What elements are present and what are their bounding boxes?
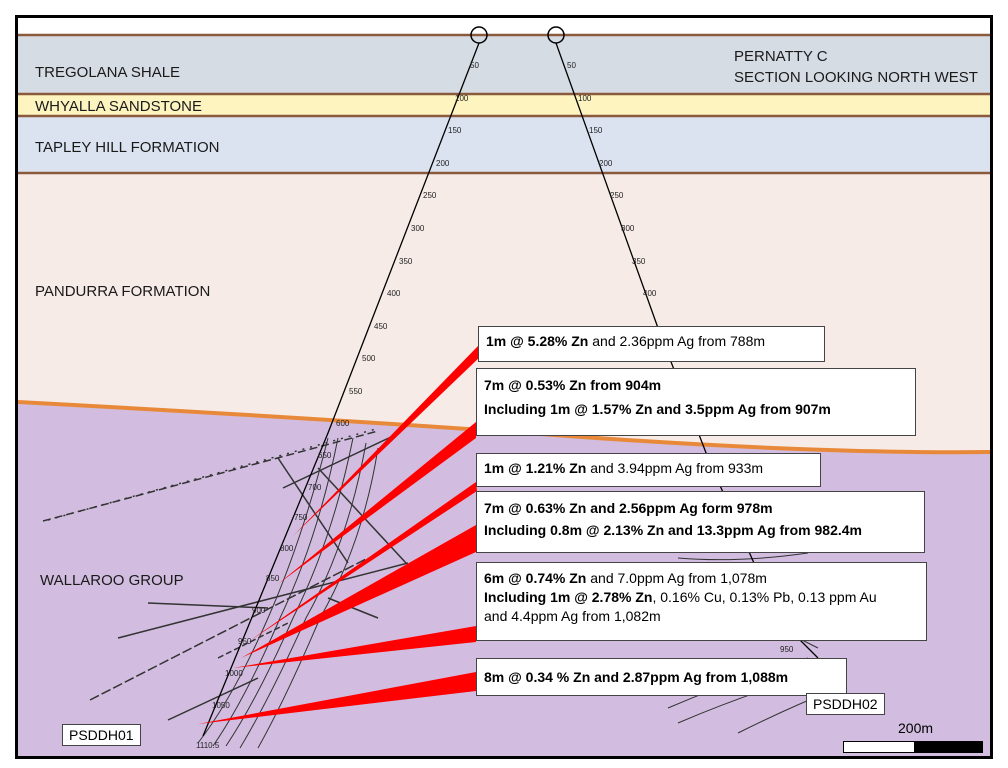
intercept-wedges: [198, 346, 482, 724]
tick-label: 250: [610, 191, 624, 200]
intercept-wedge-2: [278, 422, 476, 584]
layer-label-tapley: TAPLEY HILL FORMATION: [35, 139, 219, 156]
tick-label: 600: [336, 419, 350, 428]
intercept-3-bold: 1m @ 1.21% Zn: [484, 460, 587, 476]
section-title-line1: PERNATTY C: [734, 48, 828, 65]
intercept-box-1: 1m @ 5.28% Zn and 2.36ppm Ag from 788m: [478, 326, 825, 362]
intercept-wedge-5: [233, 626, 476, 668]
scale-label: 200m: [898, 720, 934, 736]
hole1-trace: [202, 42, 480, 737]
scale-bar-filled: [914, 742, 982, 752]
tick-label: 800: [280, 544, 294, 553]
intercept-1-bold: 1m @ 5.28% Zn: [486, 333, 589, 349]
tick-label: 450: [374, 322, 388, 331]
hole1-end-depth: 1110.5: [196, 741, 220, 750]
tick-label: 150: [589, 126, 603, 135]
intercept-box-4: 7m @ 0.63% Zn and 2.56ppm Ag form 978m I…: [476, 491, 925, 553]
tick-label: 200: [436, 159, 450, 168]
tick-label: 850: [266, 574, 280, 583]
tick-label: 100: [455, 94, 469, 103]
intercept-2-including: Including 1m @ 1.57% Zn and 3.5ppm Ag fr…: [484, 401, 831, 417]
tick-label: 900: [252, 606, 266, 615]
tick-label: 250: [423, 191, 437, 200]
hole1-label: PSDDH01: [62, 724, 141, 746]
intercept-wedge-6: [198, 672, 476, 724]
intercept-5-bold: 6m @ 0.74% Zn: [484, 570, 587, 586]
intercept-3-rest: and 3.94ppm Ag from 933m: [586, 460, 764, 476]
intercept-4-including: Including 0.8m @ 2.13% Zn and 13.3ppm Ag…: [484, 522, 863, 538]
whyalla-sandstone-layer: [18, 94, 990, 116]
intercept-box-2: 7m @ 0.53% Zn from 904m Including 1m @ 1…: [476, 368, 916, 436]
intercept-wedge-4: [241, 525, 476, 658]
tick-label: 300: [411, 224, 425, 233]
intercept-5-including: Including 1m @ 2.78% Zn: [484, 589, 653, 605]
tapley-hill-layer: [18, 116, 990, 173]
intercept-wedge-1: [293, 346, 482, 536]
tick-label: 750: [294, 513, 308, 522]
intercept-5-rest: and 7.0ppm Ag from 1,078m: [586, 570, 767, 586]
hole2-label: PSDDH02: [806, 693, 885, 715]
layer-label-wallaroo: WALLAROO GROUP: [40, 572, 184, 589]
hole2-depth-ticks: 50 100 150 200 250 300 350 400 950: [567, 61, 794, 654]
layer-label-pandurra: PANDURRA FORMATION: [35, 283, 210, 300]
tick-label: 500: [362, 354, 376, 363]
tick-label: 950: [780, 645, 794, 654]
intercept-6-bold: 8m @ 0.34 % Zn and 2.87ppm Ag from 1,088…: [484, 669, 789, 685]
tick-label: 100: [578, 94, 592, 103]
tick-label: 650: [318, 451, 332, 460]
tick-label: 300: [621, 224, 635, 233]
tick-label: 350: [399, 257, 413, 266]
tick-label: 50: [470, 61, 479, 70]
tick-label: 50: [567, 61, 576, 70]
tick-label: 550: [349, 387, 363, 396]
tick-label: 200: [599, 159, 613, 168]
intercept-4-bold: 7m @ 0.63% Zn and 2.56ppm Ag form 978m: [484, 500, 773, 516]
intercept-box-3: 1m @ 1.21% Zn and 3.94ppm Ag from 933m: [476, 453, 821, 487]
intercept-box-5: 6m @ 0.74% Zn and 7.0ppm Ag from 1,078m …: [476, 562, 927, 641]
cross-section-frame: 50 100 150 200 250 300 350 400 450 500 5…: [15, 15, 993, 759]
intercept-1-rest: and 2.36ppm Ag from 788m: [588, 333, 766, 349]
tick-label: 400: [643, 289, 657, 298]
section-title-line2: SECTION LOOKING NORTH WEST: [734, 69, 978, 86]
layer-label-tregolana: TREGOLANA SHALE: [35, 64, 180, 81]
scale-bar: [843, 741, 983, 753]
tick-label: 1050: [212, 701, 230, 710]
hole1-depth-ticks: 50 100 150 200 250 300 350 400 450 500 5…: [196, 61, 479, 750]
tick-label: 700: [308, 483, 322, 492]
intercept-wedge-3: [248, 482, 477, 642]
tick-label: 1000: [225, 669, 243, 678]
tick-label: 350: [632, 257, 646, 266]
layer-label-whyalla: WHYALLA SANDSTONE: [35, 98, 202, 115]
intercept-2-bold: 7m @ 0.53% Zn from 904m: [484, 377, 662, 393]
intercept-box-6: 8m @ 0.34 % Zn and 2.87ppm Ag from 1,088…: [476, 658, 847, 696]
tregolana-shale-layer: [18, 35, 990, 94]
tick-label: 150: [448, 126, 462, 135]
intercept-5-line3: and 4.4ppm Ag from 1,082m: [484, 608, 661, 624]
tick-label: 950: [238, 637, 252, 646]
tick-label: 400: [387, 289, 401, 298]
intercept-5-including-rest: , 0.16% Cu, 0.13% Pb, 0.13 ppm Au: [652, 589, 877, 605]
